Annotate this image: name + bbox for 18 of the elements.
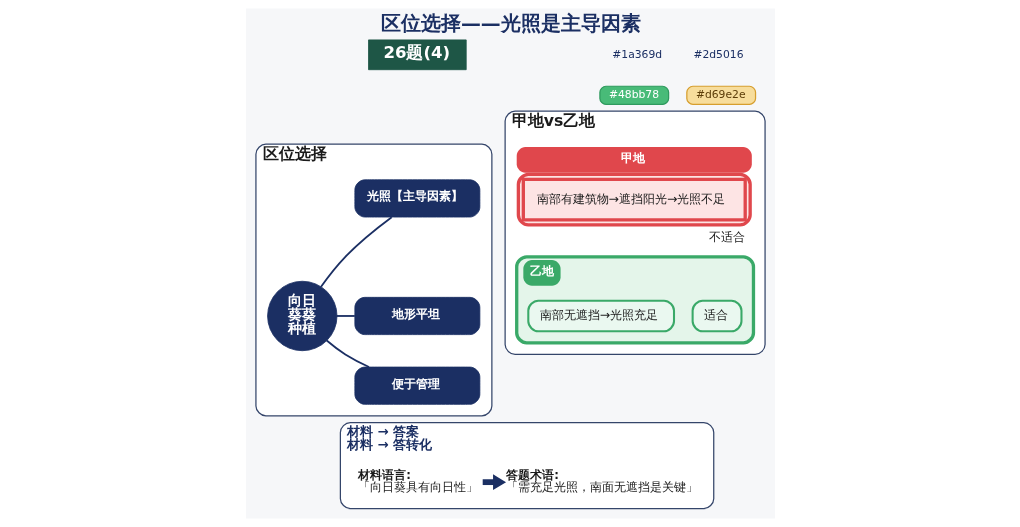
node-box: 适合 xyxy=(691,299,742,333)
node-label: 不适合 xyxy=(708,229,745,245)
connector xyxy=(319,216,393,288)
label: #1a369d xyxy=(611,47,662,61)
node-box: #d69e2e xyxy=(685,85,756,106)
node-circle: 向日葵葵种植 xyxy=(266,280,337,352)
node-box: 南部无遮挡→光照充足 xyxy=(526,299,675,333)
label: #2d5016 xyxy=(692,47,743,61)
diagram-title: 区位选择——光照是主导因素 xyxy=(380,12,641,36)
node-box: 地形平坦 xyxy=(353,296,480,335)
node-box: 光照【主导因素】 xyxy=(353,179,480,218)
node-text: 答题术语: 「需充足光照，南面无遮挡是关键」 xyxy=(505,468,698,494)
connector xyxy=(335,315,356,317)
node-text: 材料语言: 「向日葵具有向日性」 xyxy=(357,468,478,494)
node-box: 便于管理 xyxy=(353,366,480,405)
node-box: 26题(4) xyxy=(367,39,467,71)
node-box: #48bb78 xyxy=(598,85,669,106)
connector xyxy=(325,339,370,368)
